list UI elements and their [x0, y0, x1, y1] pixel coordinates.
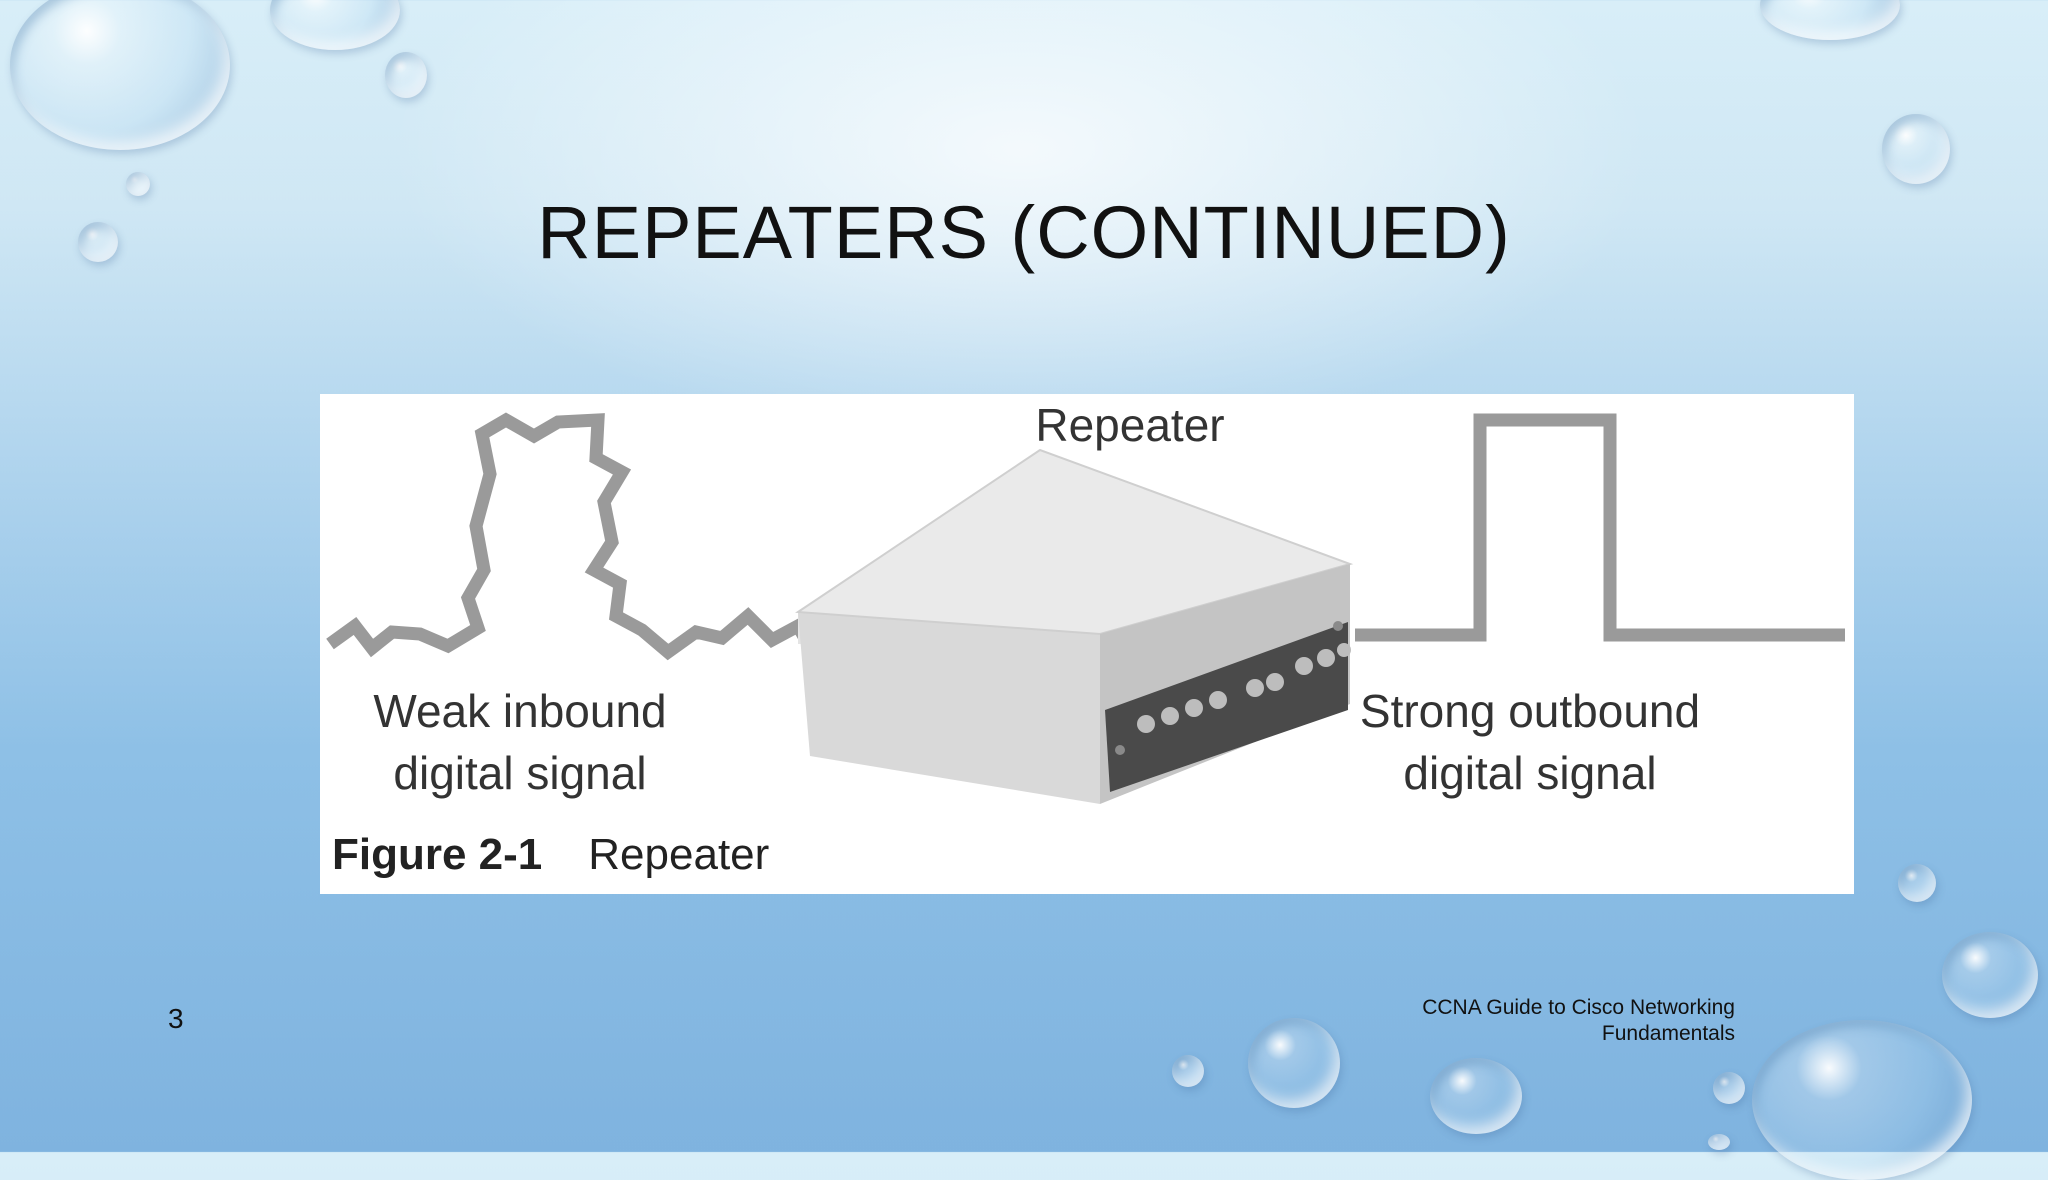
repeater-device [795, 448, 1354, 804]
figure-caption: Figure 2-1 Repeater [332, 830, 769, 880]
repeater-label-text: Repeater [1035, 399, 1225, 451]
figure-caption-number: Figure 2-1 [332, 830, 543, 879]
water-drop-decoration [78, 222, 118, 262]
weak-signal-label: Weak inbound digital signal [360, 680, 680, 804]
weak-signal-waveform [326, 412, 823, 661]
repeater-figure: Repeater Weak inbound digital signal Str… [320, 394, 1854, 894]
water-drop-decoration [1752, 1020, 1972, 1180]
figure-illustration [326, 412, 1845, 804]
water-drop-decoration [1898, 864, 1936, 902]
water-drop-decoration [1430, 1058, 1522, 1134]
slide-title: REPEATERS (CONTINUED) [537, 191, 1511, 274]
water-drop-decoration [1172, 1055, 1204, 1087]
water-drop-decoration [270, 0, 400, 50]
water-drop-decoration [1708, 1134, 1730, 1150]
slide-number: 3 [168, 1003, 184, 1034]
water-drop-decoration [126, 172, 150, 196]
water-drop-decoration [1942, 932, 2038, 1018]
water-drop-decoration [385, 52, 427, 98]
strong-signal-label-line1: Strong outbound [1359, 685, 1701, 737]
water-drop-decoration [1760, 0, 1900, 40]
footer-line-2: Fundamentals [1601, 1022, 1735, 1045]
figure-caption-text: Repeater [588, 830, 770, 879]
weak-signal-label-line2: digital signal [393, 747, 647, 799]
water-drop-decoration [1882, 114, 1950, 184]
water-drop-decoration [10, 0, 230, 150]
water-drop-decoration [1248, 1018, 1340, 1108]
weak-signal-label-line1: Weak inbound [373, 685, 667, 737]
water-drop-decoration [1713, 1072, 1745, 1104]
repeater-label: Repeater [980, 394, 1280, 456]
slide-footer: CCNA Guide to Cisco Networking Fundament… [1200, 995, 1735, 1047]
strong-signal-waveform [1355, 413, 1845, 642]
footer-line-1: CCNA Guide to Cisco Networking [1422, 996, 1735, 1019]
strong-signal-label-line2: digital signal [1403, 747, 1657, 799]
strong-signal-label: Strong outbound digital signal [1330, 680, 1730, 804]
